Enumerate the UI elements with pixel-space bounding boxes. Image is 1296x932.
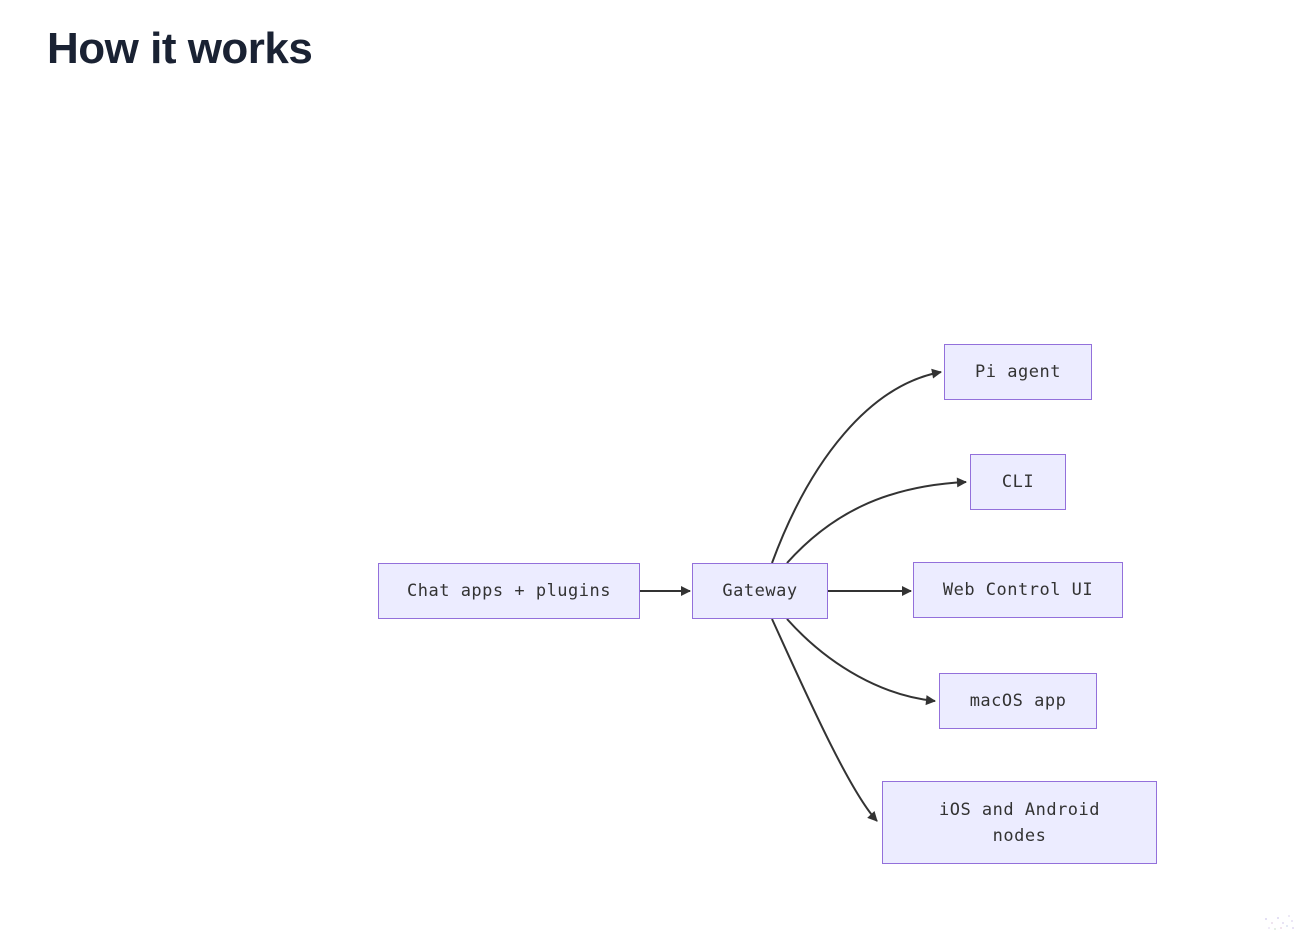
edge-gateway-to-cli [786,477,967,564]
node-ios-android-nodes: iOS and Android nodes [882,781,1157,864]
page-title: How it works [47,24,313,73]
node-cli: CLI [970,454,1066,510]
node-label: iOS and Android nodes [938,799,1101,846]
speckle-dots [1265,918,1267,920]
node-macos-app: macOS app [939,673,1097,729]
node-label: Web Control UI [942,580,1094,600]
edge-gateway-to-ios-android-nodes [771,618,878,822]
edge-gateway-to-pi-agent [771,368,942,564]
node-gateway: Gateway [692,563,828,619]
node-label: CLI [1001,472,1035,492]
corner-speckle-decoration [1263,914,1296,932]
edge-gateway-to-macos-app [786,618,936,706]
node-label: Gateway [722,581,798,601]
node-chat-apps-plugins: Chat apps + plugins [378,563,640,619]
node-label: Pi agent [975,362,1061,382]
node-web-control-ui: Web Control UI [913,562,1123,618]
node-label: macOS app [969,691,1067,711]
node-pi-agent: Pi agent [944,344,1092,400]
node-label: Chat apps + plugins [407,581,611,601]
